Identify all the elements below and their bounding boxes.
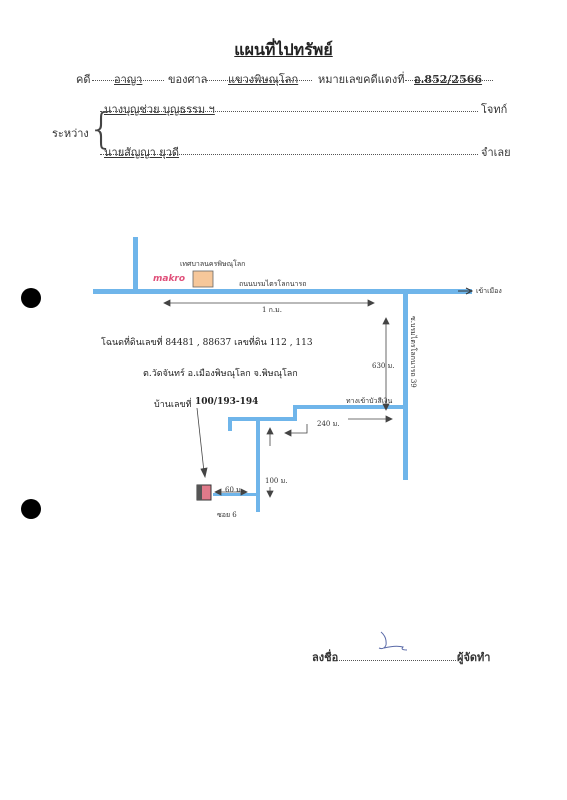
- case-label: คดี: [76, 73, 91, 86]
- house-pointer-arrow: [200, 467, 208, 479]
- road-lane-stub: [228, 417, 232, 431]
- plaintiff-label: โจทก์: [481, 103, 508, 116]
- defendant-dots: [100, 144, 478, 155]
- road-lane-lower: [228, 417, 297, 421]
- case-type: อาญา: [114, 73, 143, 86]
- house-pointer-line: [196, 407, 205, 473]
- role-label: ผู้จัดทำ: [457, 651, 491, 664]
- dist-60-arrow-left: [214, 488, 222, 496]
- dist-240-bend: [287, 424, 308, 434]
- road-main: [93, 289, 472, 294]
- court-name: แขวงพิษณุโลก: [228, 73, 299, 86]
- dimension-arrows: [163, 299, 393, 498]
- case-number: อ.852/2566: [414, 73, 483, 86]
- to-city-label: เข้าเมือง: [476, 287, 502, 295]
- road-lane-upper: [293, 405, 406, 409]
- case-number-dots: [405, 70, 493, 81]
- makro-logo: makro: [153, 274, 186, 284]
- house-marker-dark: [197, 485, 202, 500]
- dist-1km-arrow-left: [163, 299, 171, 307]
- temple-label: ทางเข้าบัวสีเงิน: [346, 397, 393, 405]
- house-label: บ้านเลขที่: [154, 400, 192, 410]
- defendant-label: จำเลย: [481, 146, 511, 159]
- binder-hole-top: [21, 288, 41, 308]
- distance-100m: 100 ม.: [265, 477, 288, 485]
- house-number: 100/193-194: [195, 397, 259, 407]
- road-house-spur: [213, 493, 259, 496]
- dist-60-arrow-right: [240, 488, 248, 496]
- to-city-arrow: [458, 287, 474, 295]
- distance-240m: 240 ม.: [317, 420, 340, 428]
- roads: [93, 237, 472, 512]
- defendant-name: นายสัญญา ยุวดี: [104, 146, 180, 159]
- sign-dots: [334, 650, 456, 661]
- court-dots: [206, 70, 312, 81]
- distance-630m: 630 ม.: [372, 362, 395, 370]
- main-road-label: ถนนบรมไตรโลกนารถ: [239, 280, 307, 288]
- distance-1km: 1 ก.ม.: [262, 306, 282, 314]
- sign-label: ลงชื่อ: [312, 651, 339, 664]
- dist-630-arrow-down: [382, 403, 390, 411]
- plaintiff-name: นางบุญช่วย บุญธรรม ฯ: [104, 103, 215, 116]
- dist-240-arrow-left: [284, 429, 292, 437]
- soi6-label: ซอย 6: [217, 511, 237, 519]
- road-side-soi39: [403, 291, 408, 480]
- plaintiff-dots: [100, 101, 478, 112]
- road-vertical-left: [133, 237, 138, 293]
- location-line: ต.วัดจันทร์ อ.เมืองพิษณุโลก จ.พิษณุโลก: [143, 369, 298, 379]
- road-soi6: [256, 417, 260, 512]
- deed-line: โฉนดที่ดินเลขที่ 84481 , 88637 เลขที่ดิน…: [101, 338, 313, 348]
- office-building: [192, 270, 214, 288]
- signature: [378, 631, 408, 651]
- case-type-dots: [92, 70, 164, 81]
- between-label: ระหว่าง: [52, 127, 89, 140]
- binder-hole-bottom: [21, 499, 41, 519]
- road-lane-step: [293, 405, 297, 420]
- dist-100-arrow-down: [266, 490, 274, 498]
- distance-60m: 60 ม.: [225, 486, 243, 494]
- dist-630-arrow-up: [382, 317, 390, 325]
- page-title: แผนที่ไปทรัพย์: [234, 40, 333, 59]
- dist-240-arrow-right: [385, 415, 393, 423]
- dist-100-arrow-up: [266, 427, 274, 435]
- office-label: เทศบาลนครพิษณุโลก: [180, 260, 246, 268]
- case-number-label: หมายเลขคดีแดงที่: [318, 73, 405, 86]
- court-label: ของศาล: [168, 73, 208, 86]
- brace: {: [88, 104, 115, 153]
- dist-1km-arrow-right: [367, 299, 375, 307]
- side-road-label: ซ.บรมไตรโลกนารถ 39: [409, 316, 417, 388]
